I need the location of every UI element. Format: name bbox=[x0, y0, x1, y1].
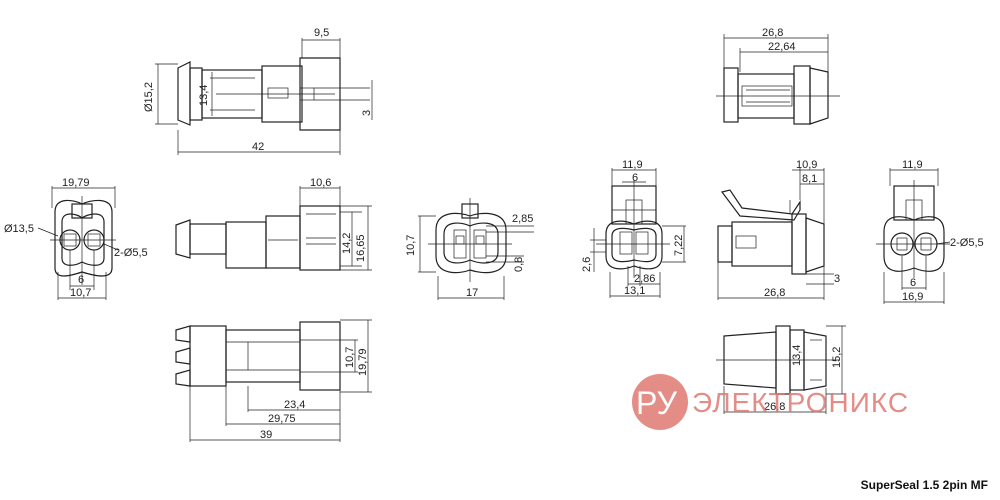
view-center-front: 10,7 2,85 0,8 17 bbox=[405, 198, 534, 300]
view-mid-right-front: 11,9 6 2,6 7,22 2,86 13,1 bbox=[581, 159, 686, 298]
dim-42: 42 bbox=[252, 141, 264, 153]
watermark-logo-circle bbox=[632, 374, 688, 430]
dim-2-d5-5: 2-Ø5,5 bbox=[114, 247, 148, 259]
view-side-right: 10,9 8,1 3 26,8 bbox=[717, 159, 840, 300]
dim-d13-5: Ø13,5 bbox=[4, 223, 34, 235]
dim-9-5: 9,5 bbox=[314, 27, 329, 39]
dim-29-75: 29,75 bbox=[268, 413, 296, 425]
dim-2-86: 2,86 bbox=[634, 273, 655, 285]
dim-2-85: 2,85 bbox=[512, 213, 533, 225]
drawing-title: SuperSeal 1.5 2pin MF bbox=[860, 478, 988, 492]
dim-2-d5-5: 2-Ø5,5 bbox=[950, 237, 984, 249]
view-side-mid: 10,6 14,2 16,65 bbox=[175, 177, 372, 271]
dim-10-6: 10,6 bbox=[310, 177, 331, 189]
dim-16-9: 16,9 bbox=[902, 291, 923, 303]
dim-39: 39 bbox=[260, 429, 272, 441]
dim-3: 3 bbox=[361, 110, 373, 116]
view-top-right: 26,8 22,64 bbox=[716, 27, 840, 125]
dim-0-8: 0,8 bbox=[513, 257, 525, 272]
dim-13-4: 13,4 bbox=[198, 85, 210, 106]
watermark-text: ЭЛЕКТРОНИКС bbox=[692, 387, 909, 418]
dim-11-9: 11,9 bbox=[622, 159, 643, 171]
dim-14-2: 14,2 bbox=[341, 233, 353, 254]
dim-d15-2: Ø15,2 bbox=[143, 82, 155, 112]
dim-16-65: 16,65 bbox=[355, 234, 367, 262]
dim-8-1: 8,1 bbox=[802, 173, 817, 185]
view-far-right-front: 11,9 2-Ø5,5 6 16,9 bbox=[876, 159, 984, 304]
dim-2-6: 2,6 bbox=[581, 257, 593, 272]
view-bottom-right: 13,4 15,2 26,8 bbox=[716, 325, 846, 414]
dim-13-1: 13,1 bbox=[624, 285, 645, 297]
dim-3: 3 bbox=[834, 273, 840, 285]
dim-19-79: 19,79 bbox=[62, 177, 90, 189]
dim-26-8: 26,8 bbox=[764, 401, 785, 413]
view-bottom-left: 10,7 19,79 23,4 29,75 39 bbox=[175, 319, 372, 442]
view-top-left: 9,5 Ø15,2 13,4 3 42 bbox=[143, 27, 373, 155]
dim-26-8: 26,8 bbox=[764, 287, 785, 299]
dim-23-4: 23,4 bbox=[284, 399, 305, 411]
dim-13-4: 13,4 bbox=[791, 345, 803, 366]
dim-6: 6 bbox=[910, 277, 916, 289]
dim-7-22: 7,22 bbox=[673, 235, 685, 256]
watermark-prefix: РУ bbox=[636, 385, 678, 421]
dim-10-9: 10,9 bbox=[796, 159, 817, 171]
dim-6: 6 bbox=[632, 172, 638, 184]
dim-22-64: 22,64 bbox=[768, 41, 796, 53]
dim-15-2: 15,2 bbox=[831, 347, 843, 368]
dim-17: 17 bbox=[466, 287, 478, 299]
dim-11-9: 11,9 bbox=[902, 159, 923, 171]
dim-10-7: 10,7 bbox=[405, 235, 417, 256]
dim-10-7: 10,7 bbox=[344, 347, 356, 368]
dim-10-7: 10,7 bbox=[70, 287, 91, 299]
dim-6: 6 bbox=[78, 274, 84, 286]
watermark: РУ ЭЛЕКТРОНИКС bbox=[632, 374, 909, 430]
dim-26-8: 26,8 bbox=[762, 27, 783, 39]
view-left-front: 19,79 Ø13,5 2-Ø5,5 6 10,7 bbox=[4, 177, 148, 300]
dim-19-79: 19,79 bbox=[357, 348, 369, 376]
